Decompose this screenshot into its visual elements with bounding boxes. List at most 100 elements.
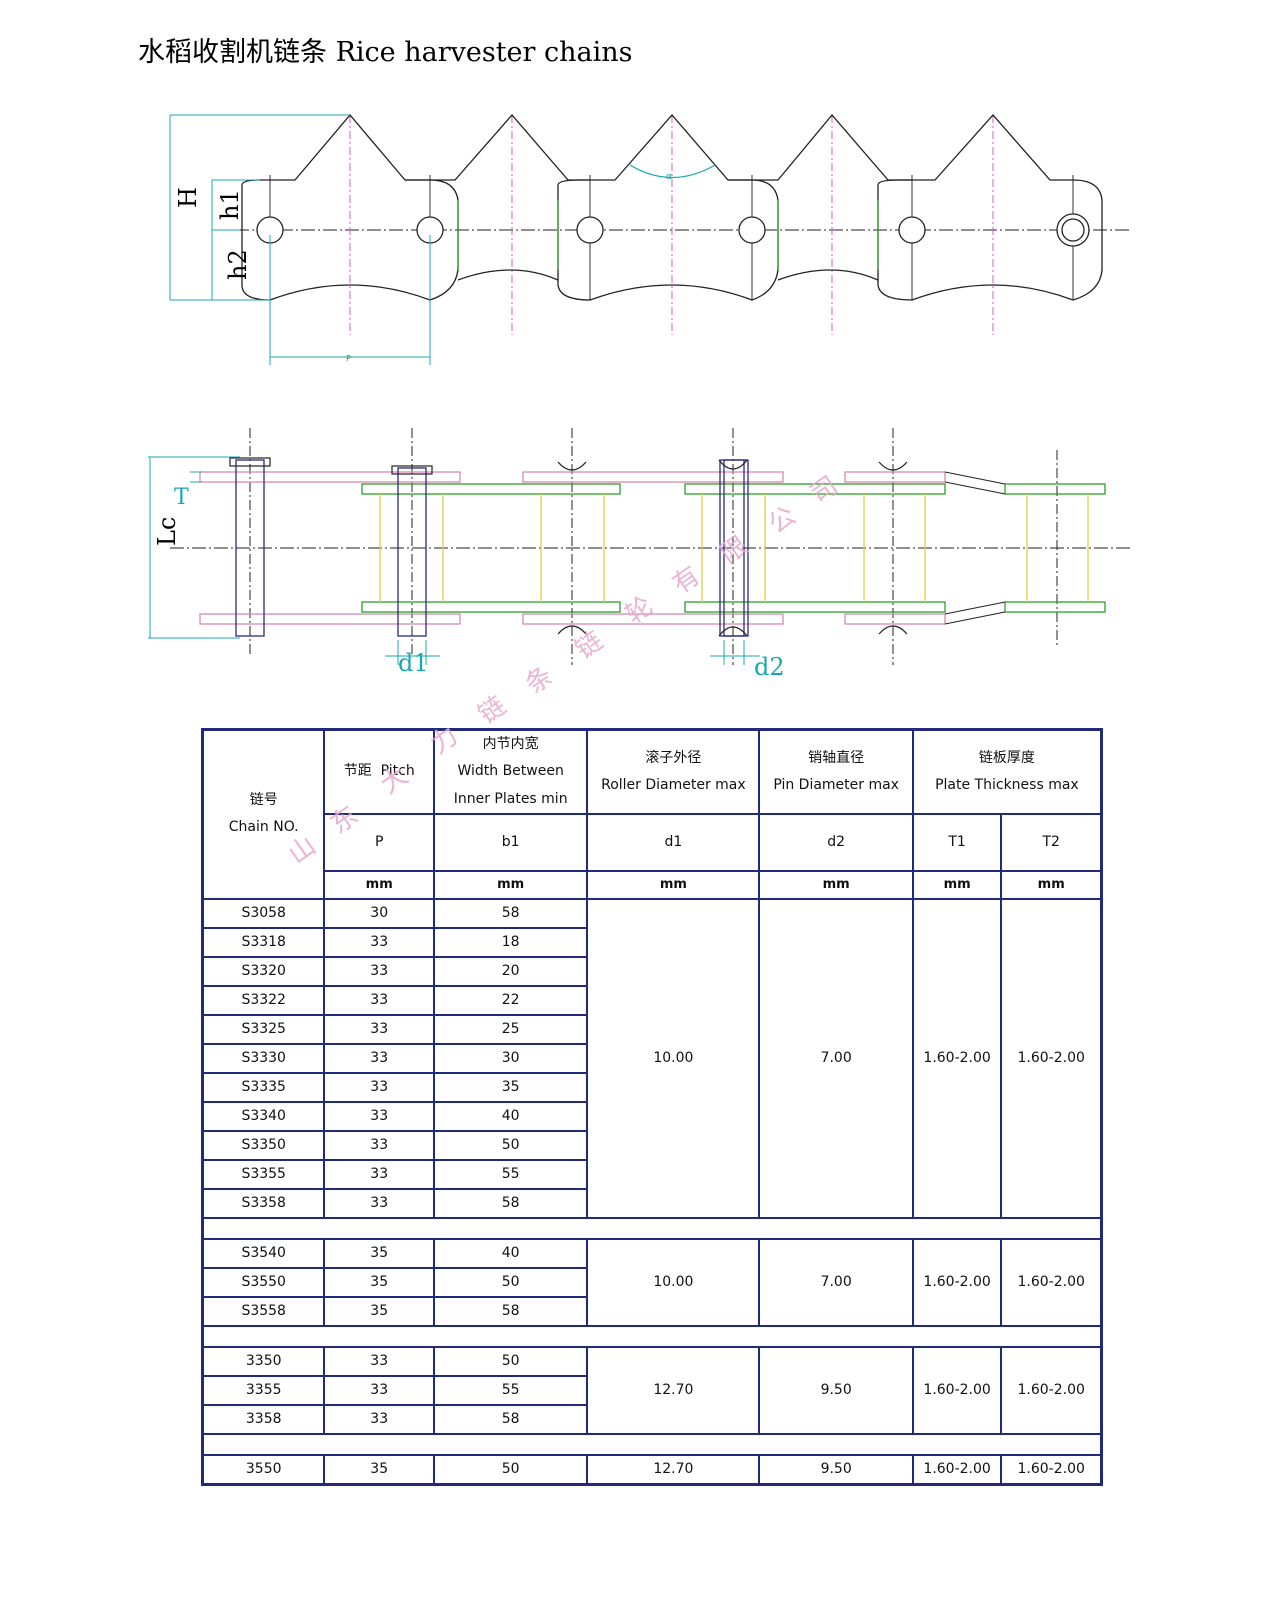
width-cell: 22 xyxy=(434,985,588,1015)
header-sym-b1: b1 xyxy=(434,813,588,871)
chain-no-cell: S3318 xyxy=(203,927,325,957)
chain-no-cell: 3358 xyxy=(203,1404,325,1434)
width-cell: 50 xyxy=(434,1130,588,1160)
t2-cell: 1.60-2.00 xyxy=(1001,1346,1101,1434)
header-sym-d2: d2 xyxy=(759,813,913,871)
d2-cell: 7.00 xyxy=(759,1238,913,1326)
width-cell: 58 xyxy=(434,1404,588,1434)
dim-d1-label: d1 xyxy=(398,649,429,677)
chain-no-cell: S3358 xyxy=(203,1188,325,1218)
pitch-cell: 33 xyxy=(324,1014,434,1044)
spec-table: 链号 Chain NO. 节距 Pitch 内节内宽 Width Between… xyxy=(201,728,1103,1486)
width-cell: 18 xyxy=(434,927,588,957)
width-cell: 40 xyxy=(434,1238,588,1268)
width-cell: 35 xyxy=(434,1072,588,1102)
chain-no-cell: S3335 xyxy=(203,1072,325,1102)
t2-cell: 1.60-2.00 xyxy=(1001,898,1101,1218)
pitch-cell: 35 xyxy=(324,1296,434,1326)
watermark-char: 链 xyxy=(473,690,512,731)
d2-cell: 9.50 xyxy=(759,1454,913,1484)
chain-no-cell: S3558 xyxy=(203,1296,325,1326)
header-width: 内节内宽 Width Between Inner Plates min xyxy=(434,730,588,814)
separator-cell xyxy=(203,1217,1101,1239)
chain-no-cell: S3330 xyxy=(203,1043,325,1073)
d1-cell: 12.70 xyxy=(587,1346,760,1434)
unit-cell: mm xyxy=(912,870,1002,899)
width-cell: 50 xyxy=(434,1454,588,1484)
pitch-cell: 33 xyxy=(324,985,434,1015)
chain-top-view-drawing: Lc T d1 d2 xyxy=(148,428,1130,680)
width-cell: 55 xyxy=(434,1159,588,1189)
separator-cell xyxy=(203,1433,1101,1455)
t1-cell: 1.60-2.00 xyxy=(912,1454,1002,1484)
width-cell: 20 xyxy=(434,956,588,986)
chain-no-cell: S3322 xyxy=(203,985,325,1015)
width-cell: 58 xyxy=(434,898,588,928)
d2-cell: 9.50 xyxy=(759,1346,913,1434)
pitch-cell: 33 xyxy=(324,1101,434,1131)
dim-p-label: P xyxy=(346,354,351,363)
group-separator-row xyxy=(203,1217,1101,1239)
width-cell: 25 xyxy=(434,1014,588,1044)
dim-h1-label: h1 xyxy=(216,189,244,220)
chain-no-cell: S3058 xyxy=(203,898,325,928)
pitch-cell: 33 xyxy=(324,1404,434,1434)
header-pitch: 节距 Pitch xyxy=(324,730,434,814)
pitch-cell: 33 xyxy=(324,1188,434,1218)
dim-d2-label: d2 xyxy=(754,653,785,680)
dim-H-label: H xyxy=(174,187,202,208)
pitch-cell: 33 xyxy=(324,1346,434,1376)
header-sym-p: P xyxy=(324,813,434,871)
t2-cell: 1.60-2.00 xyxy=(1001,1238,1101,1326)
header-pin: 销轴直径 Pin Diameter max xyxy=(759,730,913,814)
t1-cell: 1.60-2.00 xyxy=(912,1238,1002,1326)
unit-cell: mm xyxy=(587,870,760,899)
pitch-cell: 35 xyxy=(324,1267,434,1297)
dim-h2-label: h2 xyxy=(224,249,252,280)
d2-cell: 7.00 xyxy=(759,898,913,1218)
chain-no-cell: S3355 xyxy=(203,1159,325,1189)
dim-Lc-label: Lc xyxy=(153,517,181,546)
chain-no-cell: 3350 xyxy=(203,1346,325,1376)
header-sym-t2: T2 xyxy=(1001,813,1101,871)
unit-cell: mm xyxy=(434,870,588,899)
width-cell: 50 xyxy=(434,1346,588,1376)
d1-cell: 10.00 xyxy=(587,1238,760,1326)
unit-cell: mm xyxy=(324,870,434,899)
t1-cell: 1.60-2.00 xyxy=(912,898,1002,1218)
chain-no-cell: S3325 xyxy=(203,1014,325,1044)
unit-cell: mm xyxy=(759,870,913,899)
width-cell: 30 xyxy=(434,1043,588,1073)
pitch-cell: 33 xyxy=(324,927,434,957)
width-cell: 50 xyxy=(434,1267,588,1297)
chain-no-cell: 3355 xyxy=(203,1375,325,1405)
chain-no-cell: S3540 xyxy=(203,1238,325,1268)
header-chain-no: 链号 Chain NO. xyxy=(203,730,325,899)
pitch-cell: 30 xyxy=(324,898,434,928)
pitch-cell: 33 xyxy=(324,1375,434,1405)
header-plate: 链板厚度 Plate Thickness max xyxy=(912,730,1101,814)
separator-cell xyxy=(203,1325,1101,1347)
chain-no-cell: S3350 xyxy=(203,1130,325,1160)
header-sym-t1: T1 xyxy=(912,813,1002,871)
unit-cell: mm xyxy=(1001,870,1101,899)
angle-label: α xyxy=(666,172,672,182)
d1-cell: 10.00 xyxy=(587,898,760,1218)
pitch-cell: 33 xyxy=(324,956,434,986)
